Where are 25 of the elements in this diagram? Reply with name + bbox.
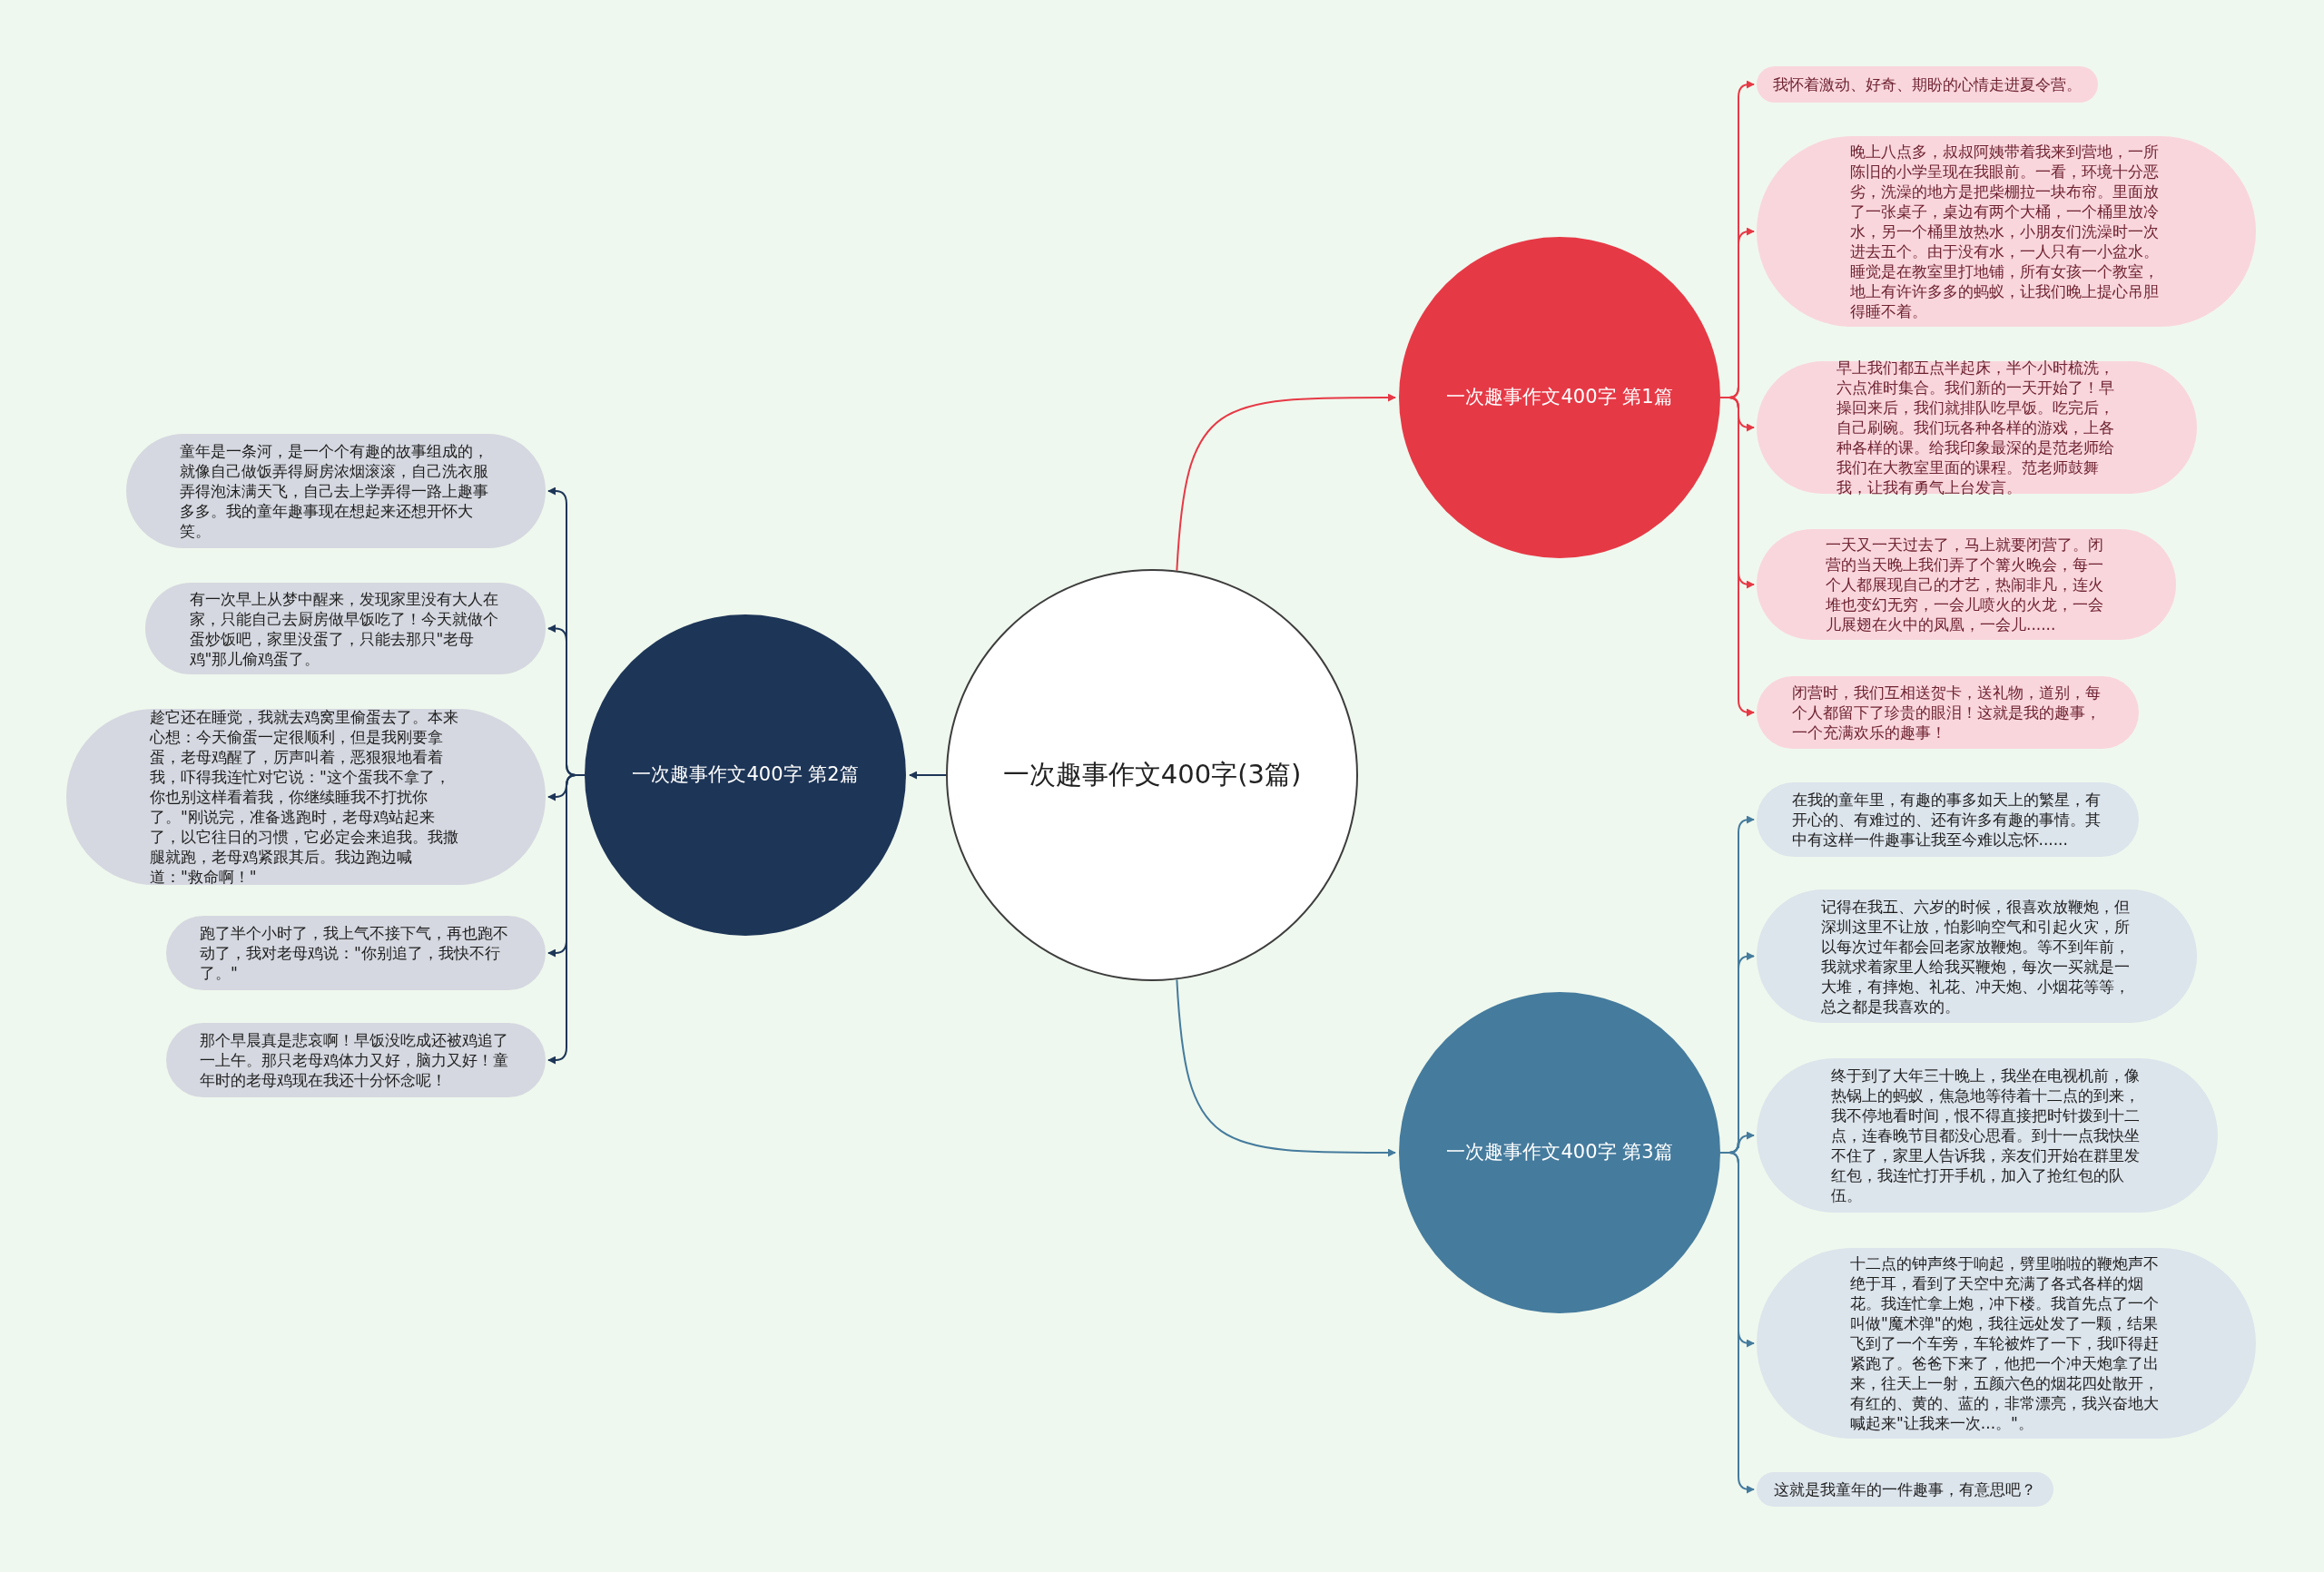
paragraph-text: 在我的童年里，有趣的事多如天上的繁星，有开心的、有难过的、还有许多有趣的事情。其中有这样一件趣事让我至今难以忘怀...... (1791, 790, 2102, 850)
paragraph-text: 闭营时，我们互相送贺卡，送礼物，道别，每个人都留下了珍贵的眼泪！这就是我的趣事，一个充满欢乐的趣事！ (1791, 683, 2102, 742)
topic-text: 一次趣事作文400字 第2篇 (631, 762, 860, 788)
text-bubble (1757, 66, 2098, 103)
arrow (547, 774, 586, 1065)
paragraph-text: 趁它还在睡觉，我就去鸡窝里偷蛋去了。本来心想：今天偷蛋一定很顺利，但是我刚要拿蛋，老母鸡醒了，厉声叫着，恶狠狠地看着我，吓得我连忙对它说："这个蛋我不拿了，你也别这样看着我，你继续睡我不打扰你了。"刚说完，准备逃跑时，老母鸡站起来了，以它往日的习惯，它必定会来追我。我撒腿就跑，老母鸡紧跟其后。我边跑边喊道："救命啊！" (150, 707, 459, 887)
paragraph-text: 记得在我五、六岁的时候，很喜欢放鞭炮，但深圳这里不让放，怕影响空气和引起火灾，所以每次过年都会回老家放鞭炮。等不到年前，我就求着家里人给我买鞭炮，每次一买就是一大堆，有摔炮、礼花、冲天炮、小烟花等等，总之都是我喜欢的。 (1820, 896, 2131, 1017)
topic-text: 一次趣事作文400字 第3篇 (1445, 1140, 1674, 1165)
paragraph-text: 晚上八点多，叔叔阿姨带着我来到营地，一所陈旧的小学呈现在我眼前。一看，环境十分恶劣，洗澡的地方是把柴棚拉一块布帘。里面放了一张桌子，桌边有两个大桶，一个桶里放冷水，另一个桶里放热水，小朋友们洗澡时一次进去五个。由于没有水，一人只有一小盆水。睡觉是在教室里打地铺，所有女孩一个教室，地上有许许多多的蚂蚁，让我们晚上提心吊胆得睡不着。 (1850, 142, 2160, 321)
arrow (909, 771, 947, 780)
paragraph-text: 我怀着激动、好奇、期盼的心情走进夏令营。 (1773, 74, 2082, 94)
paragraph-text: 十二点的钟声终于响起，劈里啪啦的鞭炮声不绝于耳，看到了天空中充满了各式各样的烟花。我连忙拿上炮，冲下楼。我首先点了一个叫做"魔术弹"的炮，我往远处发了一颗，结果飞到了一个车旁，车轮被炸了一下，我吓得赶紧跑了。爸爸下来了，他把一个冲天炮拿了出来，往天上一射，五颜六色的烟花四处散开，有红的、黄的、蓝的，非常漂亮，我兴奋地大喊起来"让我来一次...。"。 (1850, 1253, 2160, 1433)
paragraph-text: 跑了半个小时了，我上气不接下气，再也跑不动了，我对老母鸡说："你别追了，我快不行了。" (200, 923, 509, 983)
topic-text: 一次趣事作文400字(3篇) (1001, 758, 1303, 792)
paragraph-text: 早上我们都五点半起床，半个小时梳洗，六点准时集合。我们新的一天开始了！早操回来后，我们就排队吃早饭。吃完后，自己刷碗。我们玩各种各样的游戏，上各种各样的课。给我印象最深的是范老师给我们在大教室里面的课程。范老师鼓舞我，让我有勇气上台发言。 (1836, 358, 2115, 497)
arrow (1176, 978, 1396, 1157)
paragraph-text: 一天又一天过去了，马上就要闭营了。闭营的当天晚上我们弄了个篝火晚会，每一个人都展现自己的才艺，热闹非凡，连火堆也变幻无穷，一会儿喷火的火龙，一会儿展翅在火中的凤凰，一会儿...... (1826, 535, 2104, 634)
paragraph-text: 童年是一条河，是一个个有趣的故事组成的，就像自己做饭弄得厨房浓烟滚滚，自己洗衣服弄得泡沫满天飞，自己去上学弄得一路上趣事多多。我的童年趣事现在想起来还想开怀大笑。 (180, 441, 489, 541)
arrow (1719, 397, 1755, 717)
paragraph-text: 那个早晨真是悲哀啊！早饭没吃成还被鸡追了一上午。那只老母鸡体力又好，脑力又好！童年时的老母鸡现在我还十分怀念呢！ (200, 1030, 509, 1090)
paragraph-text: 有一次早上从梦中醒来，发现家里没有大人在家，只能自己去厨房做早饭吃了！今天就做个蛋炒饭吧，家里没蛋了，只能去那只"老母鸡"那儿偷鸡蛋了。 (189, 588, 499, 669)
paragraph-text: 这就是我童年的一件趣事，有意思吧？ (1774, 1479, 2036, 1499)
topic-text: 一次趣事作文400字 第1篇 (1445, 385, 1674, 410)
paragraph-text: 终于到了大年三十晚上，我坐在电视机前，像热锅上的蚂蚁，焦急地等待着十二点的到来，我不停地看时间，恨不得直接把时针拨到十二点，连春晚节目都没心思看。到十一点我快坐不住了，家里人告诉我，亲友们开始在群里发红包，我连忙打开手机，加入了抢红包的队伍。 (1831, 1066, 2141, 1205)
arrow (1176, 393, 1396, 572)
